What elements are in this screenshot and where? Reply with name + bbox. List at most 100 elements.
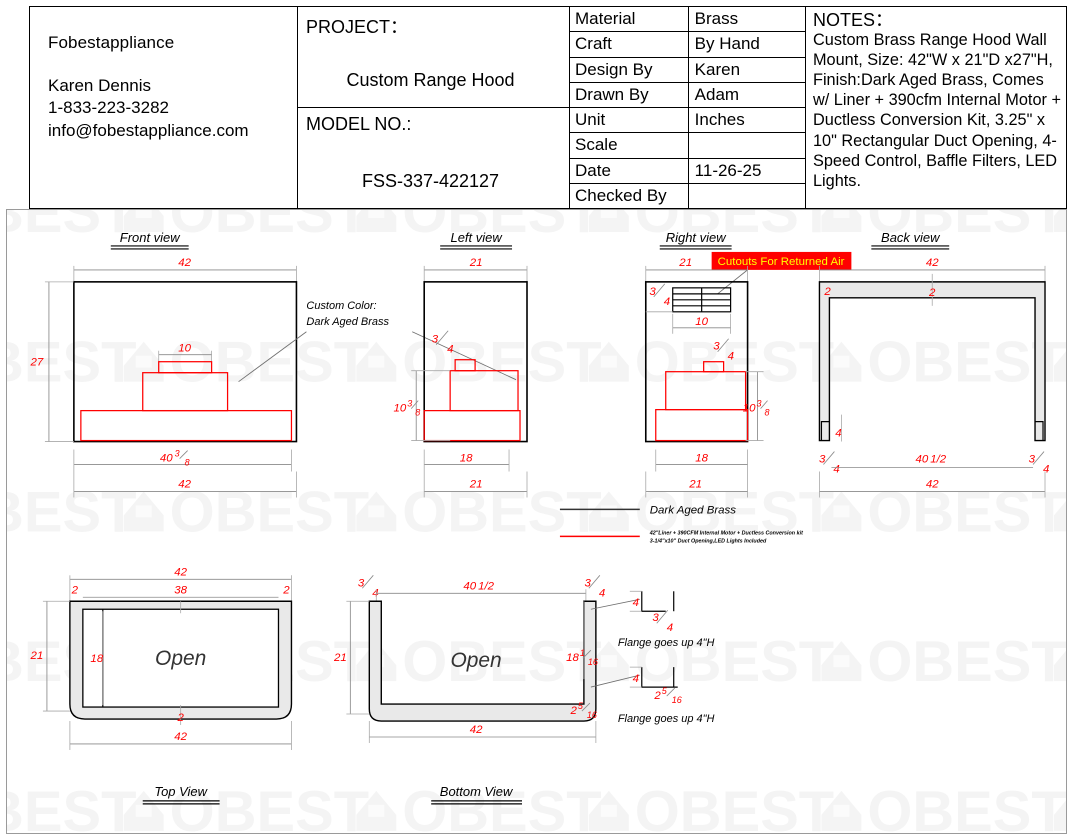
dim-right-bottom-width: 21 (688, 478, 702, 490)
dim-left-body-den: 8 (415, 408, 420, 418)
spec-key: Scale (570, 133, 689, 158)
dim-right-body-den: 8 (765, 408, 770, 418)
flange2-sub-den: 16 (672, 695, 682, 705)
dim-right-body-num: 3 (757, 399, 762, 409)
flange1-note: Flange goes up 4"H (618, 637, 715, 649)
view-title-left: Left view (451, 230, 504, 245)
view-title-right: Right view (666, 230, 727, 245)
dim-top-depth: 18 (90, 653, 103, 665)
spec-value: 11-26-25 (694, 160, 762, 180)
contact-phone: 1-833-223-3282 (48, 98, 169, 118)
dim-front-top-width: 42 (178, 257, 191, 269)
spec-key: Design By (570, 57, 689, 82)
dim-top-right-gap: 2 (282, 584, 290, 596)
spec-key: Drawn By (570, 82, 689, 107)
dim-right-top-width: 21 (678, 257, 692, 269)
dim-right-mid-width: 18 (695, 453, 708, 465)
dim-left-neck-num: 3 (432, 334, 439, 346)
annotation-custom-color: Custom Color: Dark Aged Brass (238, 300, 517, 383)
dim-left-body-h: 10 (393, 403, 406, 415)
spec-value: By Hand (694, 34, 760, 54)
flange2-sub-whole: 2 (653, 690, 661, 702)
annotation-line2: Dark Aged Brass (306, 316, 389, 328)
spec-key: Material (570, 7, 689, 32)
flange-detail-1: 4 3 4 Flange goes up 4"H (590, 590, 715, 649)
dim-top-width: 42 (174, 566, 187, 578)
spec-value (689, 133, 805, 157)
company-info-cell: Fobestappliance Karen Dennis 1-833-223-3… (30, 7, 298, 208)
view-bottom: 3 4 40 1/2 3 4 Open 21 (333, 575, 605, 805)
dim-back-side-r-num: 3 (1029, 454, 1036, 466)
dim-front-height: 27 (30, 357, 44, 369)
dim-left-mid-width: 18 (460, 453, 473, 465)
legend: Dark Aged Brass 42"Liner + 390CFM Intern… (559, 504, 803, 544)
flange-detail-2: 4 2 5 16 Flange goes up 4"H (590, 666, 715, 725)
dim-bot-top-width: 40 (463, 580, 476, 592)
legend-red-line1: 42"Liner + 390CFM Internal Motor + Ductl… (649, 530, 803, 536)
dim-back-side-l-num: 3 (819, 454, 826, 466)
model-value: FSS-337-422127 (361, 171, 500, 191)
notes-heading: NOTES： (813, 10, 894, 30)
project-cell: PROJECT： Custom Range Hood MODEL NO.: FS… (298, 7, 570, 208)
dim-left-neck-den: 4 (447, 344, 453, 356)
company-name: Fobestappliance (48, 33, 175, 52)
dim-right-offset-den: 4 (664, 296, 670, 308)
spec-table: Material Brass Craft By Hand Design By K… (570, 7, 806, 208)
flange1-sub-num: 3 (652, 612, 659, 624)
project-label: PROJECT： (306, 17, 409, 37)
dim-bot-side-h: 18 (566, 652, 579, 664)
table-row: Date 11-26-25 (570, 158, 805, 184)
spec-value: Inches (694, 110, 745, 130)
view-title-front: Front view (120, 230, 181, 245)
table-row: Material Brass (570, 7, 805, 33)
spec-value: Karen (694, 59, 741, 79)
dim-top-inner-width: 38 (174, 584, 187, 596)
spec-key: Unit (570, 108, 689, 133)
dim-back-corner-center: 2 (928, 287, 936, 299)
spec-value: Adam (694, 84, 740, 104)
dim-right-body-h: 10 (743, 403, 756, 415)
dim-front-duct: 10 (178, 343, 191, 355)
table-row: Scale (570, 133, 805, 159)
cutout-grille (672, 287, 732, 313)
dim-front-inner-den: 8 (185, 458, 190, 468)
dim-bot-right-den: 4 (599, 587, 605, 599)
flange2-dim: 4 (633, 673, 639, 685)
dim-bot-base-num: 5 (578, 701, 584, 711)
dim-bot-base: 2 (570, 705, 578, 717)
flange2-note: Flange goes up 4"H (618, 713, 715, 725)
dim-top-left-gap: 2 (71, 584, 79, 596)
dim-right-offset-num: 3 (649, 286, 656, 298)
dim-bot-height: 21 (333, 652, 347, 664)
dim-front-inner-width: 40 (160, 453, 173, 465)
dim-back-bottom-width: 42 (926, 478, 939, 490)
dim-top-bottom-width: 42 (174, 731, 187, 743)
contact-email: info@fobestappliance.com (48, 120, 249, 140)
dim-right-neck-den: 4 (728, 351, 734, 363)
model-label: MODEL NO.: (306, 114, 412, 134)
dim-back-side-r-den: 4 (1043, 464, 1049, 476)
drawing-canvas: OBEST .ol{fill:none;stroke:#000;stroke-w… (6, 209, 1067, 834)
spec-key: Checked By (570, 183, 689, 208)
top-open-label: Open (155, 647, 206, 670)
view-top: 42 38 2 2 Open 21 18 (30, 566, 293, 805)
dim-left-bottom-width: 21 (469, 478, 483, 490)
dim-bot-bottom-width: 42 (470, 724, 483, 736)
legend-black-label: Dark Aged Brass (650, 504, 737, 516)
dim-bot-side-den: 16 (588, 657, 598, 667)
view-title-top: Top View (154, 784, 208, 799)
flange1-sub-den: 4 (667, 622, 673, 634)
table-row: Drawn By Adam (570, 82, 805, 108)
callout-badge (711, 251, 852, 270)
dim-bot-base-den: 16 (587, 710, 597, 720)
annotation-line1: Custom Color: (306, 300, 376, 312)
project-value: Custom Range Hood (346, 70, 515, 90)
view-back: Back view 42 2 2 4 3 (818, 230, 1049, 498)
view-title-bottom: Bottom View (440, 784, 514, 799)
dim-back-inner-half: 1/2 (930, 454, 947, 466)
dim-top-height: 21 (30, 650, 44, 662)
view-title-back: Back view (881, 230, 941, 245)
dim-back-side-l-den: 4 (833, 464, 839, 476)
dim-back-top-width: 42 (926, 257, 939, 269)
